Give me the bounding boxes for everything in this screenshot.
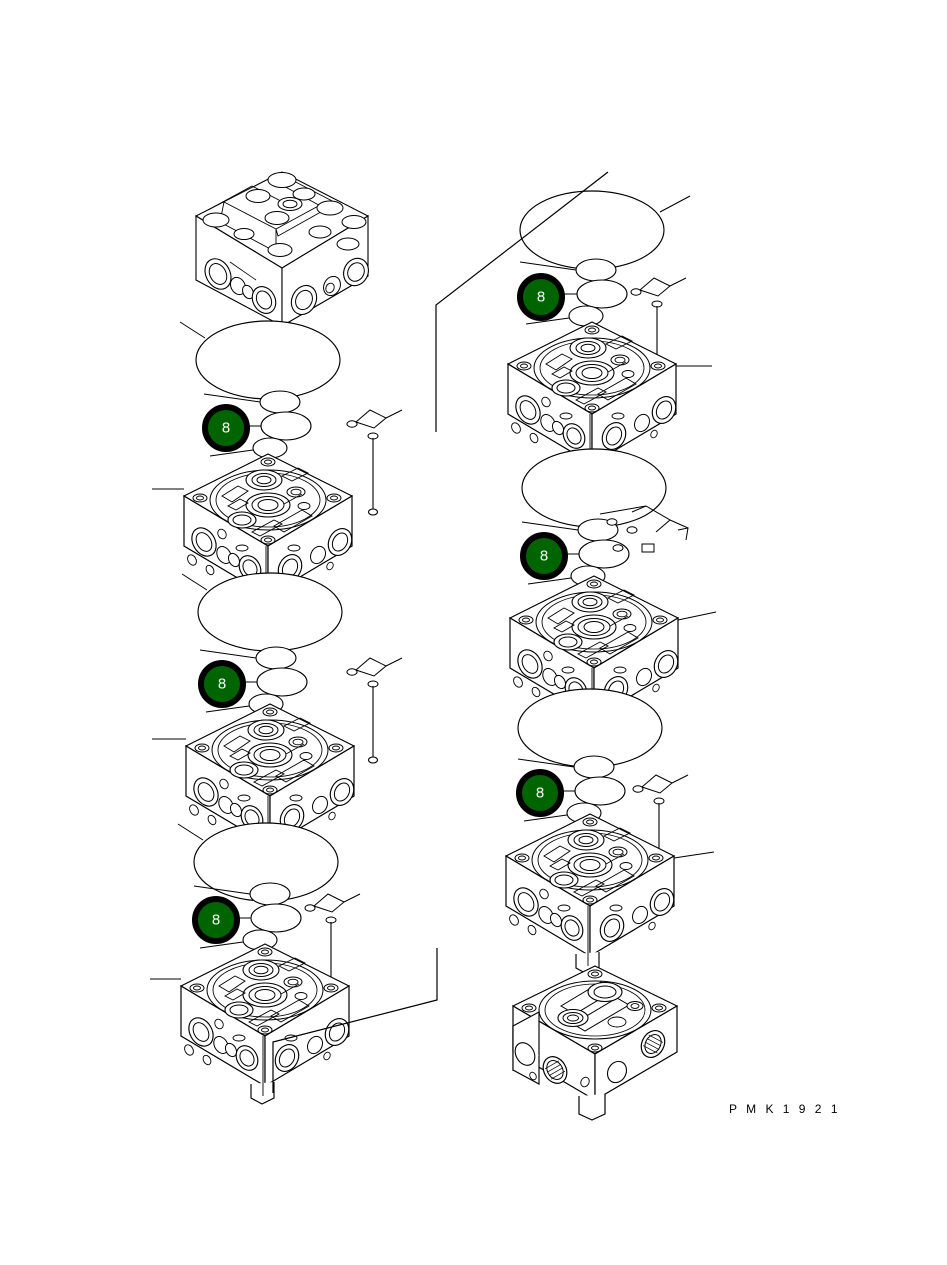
callout-label: 8 [537,289,545,306]
right-column [505,190,717,1121]
callout-balloon-3[interactable]: 8 [192,896,240,944]
callout-balloon-1[interactable]: 8 [202,404,250,452]
column-continuation-bracket-top [435,171,609,432]
left-column [150,171,403,1105]
callout-label: 8 [218,676,226,693]
valve-section-3 [150,822,361,1105]
valve-section-2 [152,572,403,865]
callout-label: 8 [212,912,220,929]
callout-label: 8 [540,548,548,565]
valve-section-6 [505,688,715,975]
valve-section-1 [152,320,403,615]
callout-balloon-6[interactable]: 8 [516,769,564,817]
valve-section-4 [507,190,712,483]
valve-section-5 [509,448,717,737]
callout-balloon-5[interactable]: 8 [520,532,568,580]
callout-label: 8 [536,785,544,802]
column-continuation-bracket-bottom [272,948,438,1093]
drawing-number: P M K 1 9 2 1 [729,1102,841,1116]
callout-balloon-4[interactable]: 8 [517,273,565,321]
callout-balloon-2[interactable]: 8 [198,660,246,708]
callout-label: 8 [222,420,230,437]
